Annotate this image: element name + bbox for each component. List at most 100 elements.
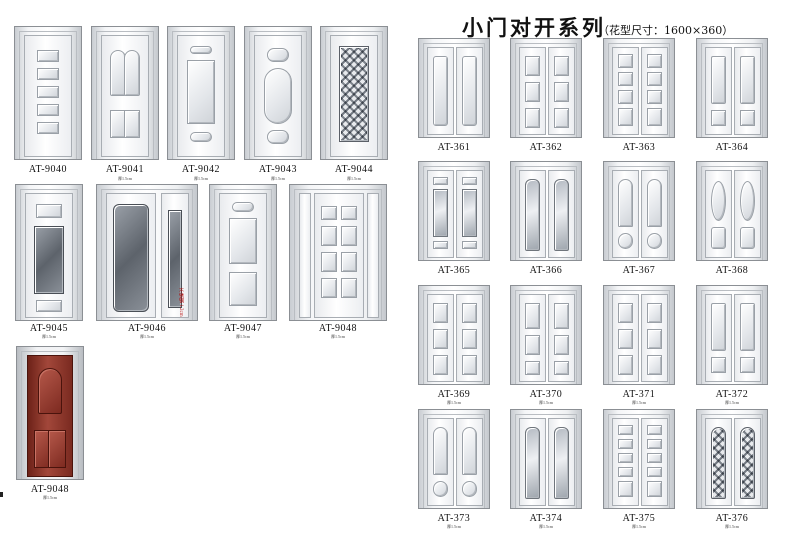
door-panel xyxy=(462,56,477,126)
door-leaf-right xyxy=(456,418,483,506)
double-door-code: AT-362 xyxy=(529,142,563,153)
door-note: 厚1.5cm xyxy=(347,176,361,181)
door-panel xyxy=(341,278,357,298)
door-leaf-right xyxy=(734,294,761,382)
door-leaf-left xyxy=(427,294,454,382)
door-panel xyxy=(740,181,755,221)
double-door-image xyxy=(603,38,675,138)
door-lattice-panel xyxy=(339,46,369,142)
door-panel xyxy=(341,226,357,246)
door-panel xyxy=(462,241,477,249)
door-panel xyxy=(647,179,662,227)
door-leaf-right xyxy=(641,170,668,258)
door-panel xyxy=(37,104,59,116)
door-panel xyxy=(525,108,540,128)
door-panel xyxy=(525,179,540,251)
double-door-image xyxy=(696,285,768,385)
double-door-card[interactable]: AT-361 xyxy=(418,38,490,168)
door-panel xyxy=(647,54,662,68)
double-door-card[interactable]: AT-363 xyxy=(603,38,675,168)
door-panel xyxy=(321,206,337,220)
door-panel xyxy=(740,427,755,499)
double-door-note: 厚1.5cm xyxy=(725,524,739,529)
door-ornament xyxy=(190,132,212,142)
double-door-card[interactable]: AT-366 xyxy=(510,161,582,291)
page-title: 小门对开系列 xyxy=(462,16,606,40)
door-card[interactable]: AT-9044 厚1.5cm xyxy=(320,26,388,181)
door-code: AT-9046 xyxy=(127,323,167,334)
edge-mark xyxy=(0,492,3,497)
door-code: AT-9041 xyxy=(105,164,145,175)
double-door-image xyxy=(418,38,490,138)
door-card[interactable]: AT-9040 xyxy=(14,26,82,178)
door-panel xyxy=(647,329,662,349)
door-image xyxy=(167,26,235,160)
door-leaf-left xyxy=(519,170,546,258)
double-door-code: AT-370 xyxy=(529,389,563,400)
door-leaf-right xyxy=(548,294,575,382)
door-panel xyxy=(740,110,755,126)
double-door-image xyxy=(603,161,675,261)
door-panel xyxy=(647,90,662,104)
door-panel xyxy=(711,357,726,373)
door-card[interactable]: AT-9041 厚1.5cm xyxy=(91,26,159,181)
door-panel xyxy=(618,355,633,375)
double-door-card[interactable]: AT-368 xyxy=(696,161,768,291)
door-panel xyxy=(433,189,448,237)
double-door-card[interactable]: AT-362 xyxy=(510,38,582,168)
door-panel xyxy=(647,439,662,449)
door-image xyxy=(96,184,198,321)
door-panel xyxy=(264,68,292,124)
door-panel xyxy=(647,453,662,463)
door-leaf-left xyxy=(519,418,546,506)
door-note: 厚1.5cm xyxy=(271,176,285,181)
double-door-code: AT-373 xyxy=(437,513,471,524)
double-door-card[interactable]: AT-367 xyxy=(603,161,675,291)
door-code: AT-9043 xyxy=(258,164,298,175)
door-leaf xyxy=(177,35,225,157)
double-door-code: AT-363 xyxy=(622,142,656,153)
double-door-image xyxy=(418,285,490,385)
double-door-image xyxy=(696,38,768,138)
double-door-code: AT-375 xyxy=(622,513,656,524)
door-leaf-left xyxy=(612,170,639,258)
door-panel xyxy=(321,226,337,246)
door-card-red[interactable]: AT-9048 厚1.5cm xyxy=(16,346,84,500)
door-leaf xyxy=(25,193,73,318)
door-panel xyxy=(554,82,569,102)
door-image xyxy=(289,184,387,321)
door-leaf-left xyxy=(705,170,732,258)
door-code: AT-9044 xyxy=(334,164,374,175)
door-panel xyxy=(433,427,448,475)
door-image xyxy=(209,184,277,321)
door-leaf xyxy=(254,35,302,157)
door-card[interactable]: AT-9043 厚1.5cm xyxy=(244,26,312,181)
door-leaf-left xyxy=(519,47,546,135)
door-image xyxy=(14,26,82,160)
double-door-card[interactable]: AT-365 xyxy=(418,161,490,291)
door-card[interactable]: AT-9048 厚1.5cm xyxy=(289,184,387,339)
double-door-card[interactable]: AT-364 xyxy=(696,38,768,168)
door-panel xyxy=(618,481,633,497)
door-card[interactable]: AT-9047 厚1.5cm xyxy=(209,184,277,339)
door-image xyxy=(320,26,388,160)
door-note: 厚1.5cm xyxy=(118,176,132,181)
door-ornament xyxy=(190,46,212,54)
door-card[interactable]: AT-9042 厚1.5cm xyxy=(167,26,235,181)
door-stamp: 不锈钢 1.2cm xyxy=(178,288,183,317)
door-card[interactable]: AT-9045 厚1.5cm xyxy=(15,184,83,339)
double-door-code: AT-364 xyxy=(715,142,749,153)
door-leaf xyxy=(219,193,267,318)
door-card[interactable]: 不锈钢 1.2cm AT-9046 厚1.5cm xyxy=(96,184,198,339)
double-door-image xyxy=(603,409,675,509)
double-door-code: AT-368 xyxy=(715,265,749,276)
double-door-code: AT-367 xyxy=(622,265,656,276)
